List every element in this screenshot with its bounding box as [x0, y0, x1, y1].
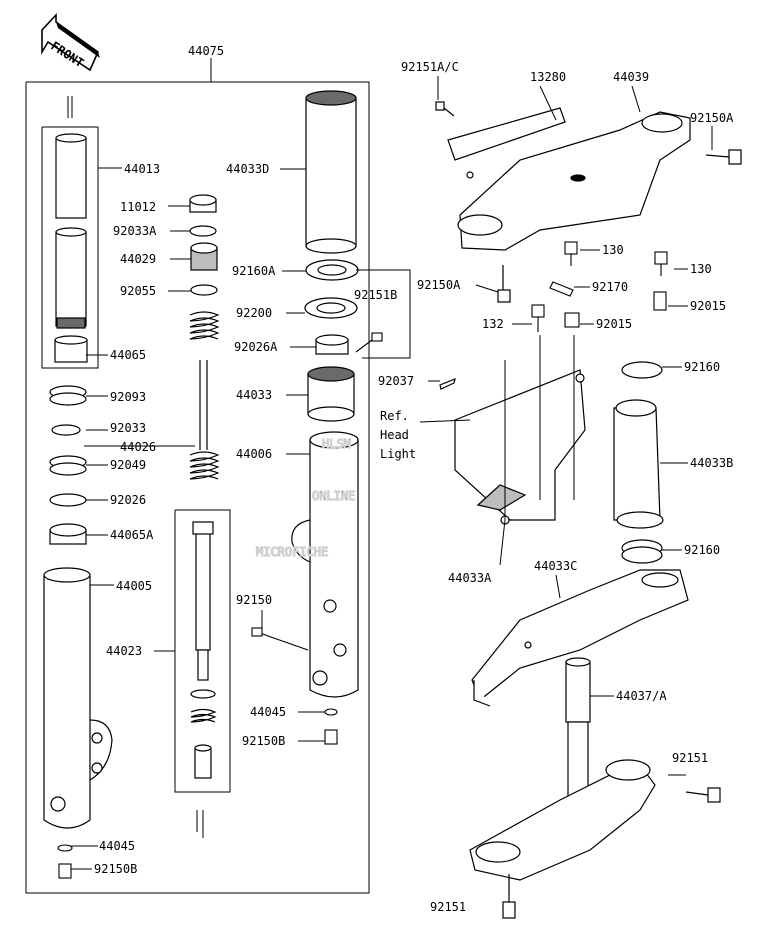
label-92200: 92200	[236, 306, 272, 320]
label-130-a: 130	[602, 243, 624, 257]
label-44033: 44033	[236, 388, 272, 402]
label-92150A-left: 92150A	[417, 278, 461, 292]
label-92055: 92055	[120, 284, 156, 298]
fork-cover-tube-b	[613, 361, 664, 564]
label-92151-bottom: 92151	[430, 900, 466, 914]
label-44033B: 44033B	[690, 456, 733, 470]
label-44013: 44013	[124, 162, 160, 176]
fork-lower-leg	[291, 431, 359, 698]
label-92150B-mid: 92150B	[242, 734, 285, 748]
damper-rod	[190, 521, 217, 779]
label-92151B: 92151B	[354, 288, 397, 302]
label-44065: 44065	[110, 348, 146, 362]
left-cap-plug	[57, 844, 73, 879]
front-arrow-icon: FRONT	[41, 12, 100, 72]
fork-inner-tube	[54, 133, 88, 363]
label-92160-a: 92160	[684, 360, 720, 374]
fork-cap-parts	[189, 194, 218, 296]
label-92170: 92170	[592, 280, 628, 294]
label-44045-mid: 44045	[250, 705, 286, 719]
label-11012: 11012	[120, 200, 156, 214]
label-44033C: 44033C	[534, 559, 577, 573]
label-44039: 44039	[613, 70, 649, 84]
steering-stem	[469, 657, 721, 919]
label-44033A: 44033A	[448, 571, 492, 585]
bolts-right	[531, 241, 668, 332]
label-92093: 92093	[110, 390, 146, 404]
leader-lines-left	[70, 168, 325, 870]
fork-cover-box	[356, 269, 411, 359]
label-44006: 44006	[236, 447, 272, 461]
label-92160A: 92160A	[232, 264, 276, 278]
label-92015-b: 92015	[596, 317, 632, 331]
label-92150A-top: 92150A	[690, 111, 734, 125]
upper-bracket	[435, 101, 742, 303]
label-44029: 44029	[120, 252, 156, 266]
fork-outer-tube	[43, 567, 113, 829]
label-44037A: 44037/A	[616, 689, 667, 703]
label-92150B-left: 92150B	[94, 862, 137, 876]
label-132: 132	[482, 317, 504, 331]
label-92151AC: 92151A/C	[401, 60, 459, 74]
label-92150: 92150	[236, 593, 272, 607]
label-44023: 44023	[106, 644, 142, 658]
label-92026: 92026	[110, 493, 146, 507]
watermark: HLSM ONLINE MICROFICHE	[255, 436, 356, 559]
label-130-b: 130	[690, 262, 712, 276]
ref-line1: Ref.	[380, 409, 409, 423]
label-44033D: 44033D	[226, 162, 269, 176]
label-92026A: 92026A	[234, 340, 278, 354]
label-92033A: 92033A	[113, 224, 157, 238]
fork-cover-tube	[304, 90, 359, 422]
label-13280: 13280	[530, 70, 566, 84]
watermark-line3: MICROFICHE	[256, 545, 328, 559]
part-labels: 44075 44013 11012 92033A 44029 92055 440…	[94, 44, 734, 914]
bolts-middle	[251, 332, 383, 745]
label-92151-right: 92151	[672, 751, 708, 765]
fork-seals	[49, 385, 87, 545]
fork-assembly-box	[25, 58, 370, 894]
label-92160-b: 92160	[684, 543, 720, 557]
watermark-line2: ONLINE	[312, 489, 355, 503]
leader-lines	[419, 76, 713, 776]
label-92015-a: 92015	[690, 299, 726, 313]
lower-cover	[471, 569, 689, 707]
ref-line3: Light	[380, 447, 416, 461]
label-44065A: 44065A	[110, 528, 154, 542]
label-44026: 44026	[120, 440, 156, 454]
fork-springs	[189, 311, 220, 480]
label-92049: 92049	[110, 458, 146, 472]
watermark-line1: HLSM	[322, 437, 351, 451]
label-92033: 92033	[110, 421, 146, 435]
label-44005: 44005	[116, 579, 152, 593]
headlight-bracket	[439, 369, 586, 525]
ref-line2: Head	[380, 428, 409, 442]
label-92037: 92037	[378, 374, 414, 388]
label-44045-left: 44045	[99, 839, 135, 853]
label-44075: 44075	[188, 44, 224, 58]
